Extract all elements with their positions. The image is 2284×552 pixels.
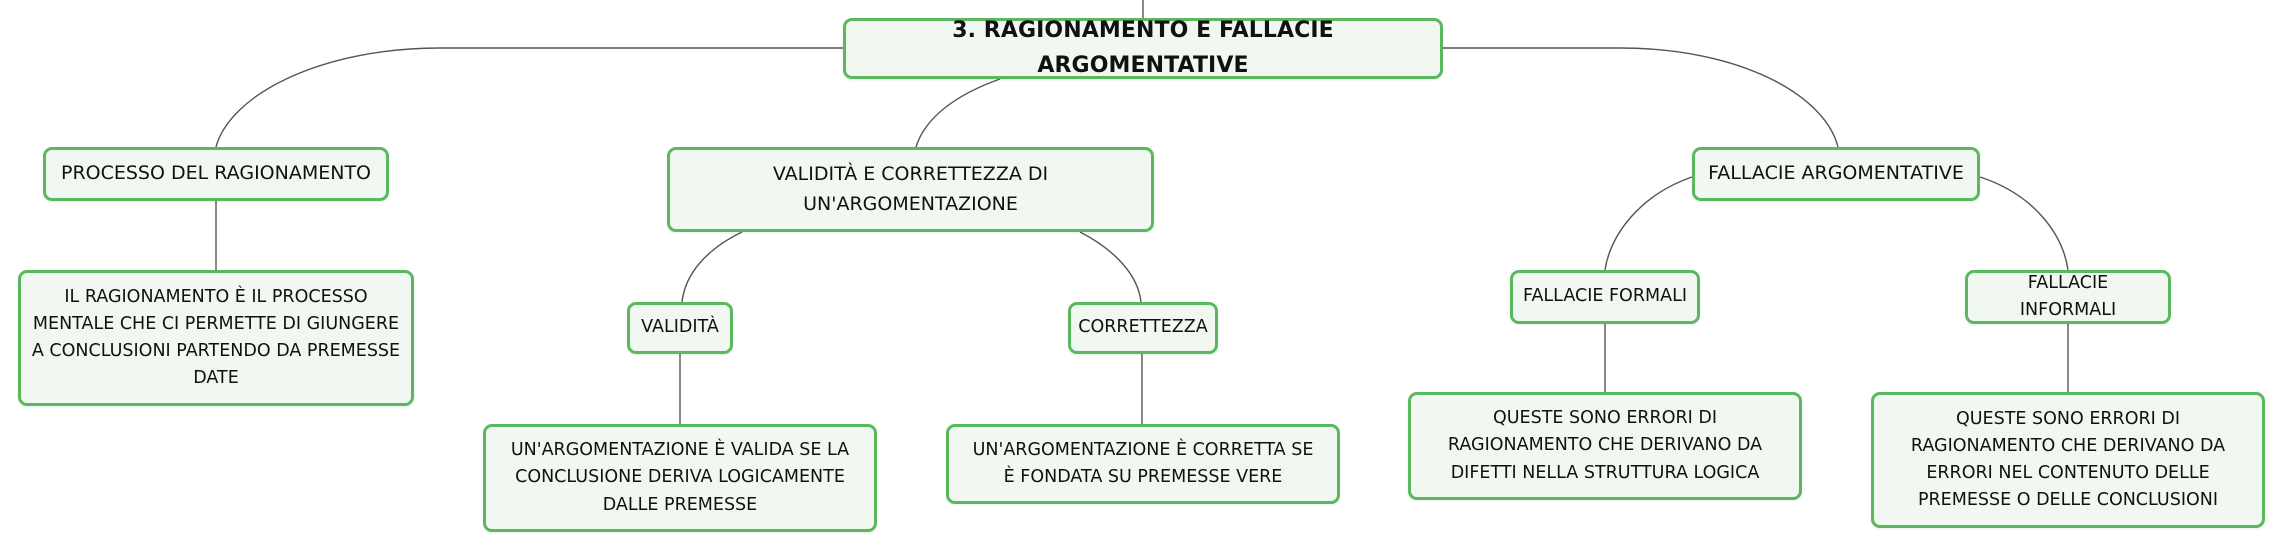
topic-fallacie-informali-description[interactable]: QUESTE SONO ERRORI DI RAGIONAMENTO CHE D…: [1871, 392, 2265, 528]
topic-correttezza-label: CORRETTEZZA: [1078, 317, 1208, 338]
topic-fallacie-argomentative[interactable]: FALLACIE ARGOMENTATIVE: [1692, 147, 1980, 201]
topic-fallacie-informali-description-text: QUESTE SONO ERRORI DI RAGIONAMENTO CHE D…: [1910, 408, 2226, 511]
topic-correttezza-description-text: UN'ARGOMENTAZIONE È CORRETTA SE È FONDAT…: [972, 439, 1314, 487]
root-topic[interactable]: 3. RAGIONAMENTO E FALLACIE ARGOMENTATIVE: [843, 18, 1443, 79]
topic-validita[interactable]: VALIDITÀ: [627, 302, 733, 354]
topic-validita-e-correttezza[interactable]: VALIDITÀ E CORRETTEZZA DI UN'ARGOMENTAZI…: [667, 147, 1154, 232]
topic-processo-label: PROCESSO DEL RAGIONAMENTO: [60, 162, 372, 185]
connector-fallacie-to-formali: [1604, 176, 1693, 271]
topic-correttezza[interactable]: CORRETTEZZA: [1068, 302, 1218, 354]
topic-validita-description[interactable]: UN'ARGOMENTAZIONE È VALIDA SE LA CONCLUS…: [483, 424, 877, 532]
connector-root-to-processo: [215, 47, 843, 148]
connector-middle-to-correttezza: [1079, 231, 1142, 303]
topic-fallacie-informali[interactable]: FALLACIE INFORMALI: [1965, 270, 2171, 324]
topic-processo-del-ragionamento[interactable]: PROCESSO DEL RAGIONAMENTO: [43, 147, 389, 201]
topic-fallacie-formali-description-text: QUESTE SONO ERRORI DI RAGIONAMENTO CHE D…: [1447, 408, 1763, 483]
topic-fallacie-argomentative-label: FALLACIE ARGOMENTATIVE: [1708, 162, 1964, 185]
topic-correttezza-description[interactable]: UN'ARGOMENTAZIONE È CORRETTA SE È FONDAT…: [946, 424, 1340, 504]
topic-validita-label: VALIDITÀ: [641, 317, 719, 338]
topic-processo-description-text: IL RAGIONAMENTO È IL PROCESSO MENTALE CH…: [31, 286, 401, 389]
topic-fallacie-formali-label: FALLACIE FORMALI: [1523, 286, 1687, 307]
topic-processo-description[interactable]: IL RAGIONAMENTO È IL PROCESSO MENTALE CH…: [18, 270, 414, 406]
root-topic-label: 3. RAGIONAMENTO E FALLACIE ARGOMENTATIVE: [952, 18, 1334, 78]
topic-fallacie-formali[interactable]: FALLACIE FORMALI: [1510, 270, 1700, 324]
topic-fallacie-formali-description[interactable]: QUESTE SONO ERRORI DI RAGIONAMENTO CHE D…: [1408, 392, 1802, 500]
topic-validita-description-text: UN'ARGOMENTAZIONE È VALIDA SE LA CONCLUS…: [510, 440, 850, 515]
connector-middle-to-validita: [681, 231, 743, 303]
topic-validita-e-correttezza-label: VALIDITÀ E CORRETTEZZA DI UN'ARGOMENTAZI…: [772, 163, 1049, 215]
topic-fallacie-informali-label: FALLACIE INFORMALI: [2019, 272, 2117, 320]
connector-root-to-fallacie: [1443, 47, 1839, 148]
connector-fallacie-to-informali: [1979, 176, 2069, 271]
connector-root-to-validita-correttezza: [915, 78, 1001, 148]
